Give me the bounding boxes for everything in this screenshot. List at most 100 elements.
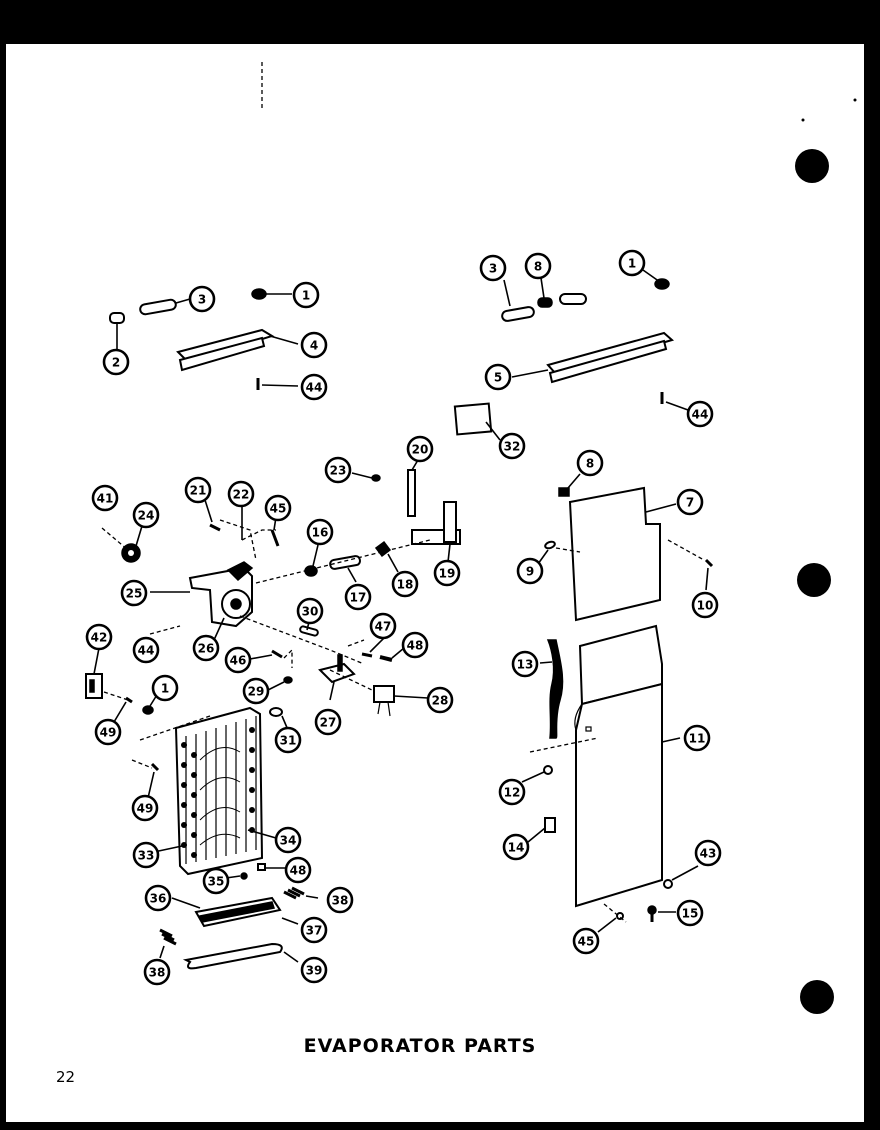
callout-c-25: 25 — [120, 579, 148, 607]
callout-number: 45 — [270, 502, 287, 516]
callout-circle — [274, 826, 302, 854]
callout-number: 38 — [332, 894, 349, 908]
part-11-liner-top — [578, 624, 663, 706]
part-38-heater-end — [159, 928, 177, 946]
callout-number: 26 — [198, 642, 215, 656]
left-evaporator-group — [85, 647, 319, 970]
part-49-screw — [150, 762, 160, 772]
callout-circle — [694, 839, 722, 867]
callout-circle — [516, 557, 544, 585]
callout-c-34: 34 — [274, 826, 302, 854]
part-14-clip — [544, 817, 556, 833]
callout-number: 44 — [692, 408, 709, 422]
part-19-upright — [443, 501, 457, 543]
callout-c-10: 10 — [691, 591, 719, 619]
callout-c-26: 26 — [192, 634, 220, 662]
callout-c-13: 13 — [511, 650, 539, 678]
part-7-cover-panel — [568, 486, 661, 622]
callout-c-4: 4 — [300, 331, 328, 359]
callout-circle — [676, 899, 704, 927]
part-46-screw — [271, 649, 283, 659]
callout-c-44-a: 44 — [300, 373, 328, 401]
callout-circle — [102, 348, 130, 376]
callout-c-1-c: 1 — [151, 674, 179, 702]
callout-number: 33 — [138, 849, 155, 863]
callout-number: 46 — [230, 654, 247, 668]
callout-number: 17 — [350, 591, 367, 605]
right-top-rail-group — [453, 269, 689, 441]
part-21-screw — [209, 523, 221, 532]
callout-c-43: 43 — [694, 839, 722, 867]
callout-c-15: 15 — [676, 899, 704, 927]
callout-circle — [498, 778, 526, 806]
callout-circle — [686, 400, 714, 428]
callout-c-20: 20 — [406, 435, 434, 463]
callout-number: 18 — [397, 578, 414, 592]
callout-c-32: 32 — [498, 432, 526, 460]
callout-circle — [324, 456, 352, 484]
part-25-clip — [226, 561, 254, 582]
callout-circle — [524, 252, 552, 280]
callout-circle — [344, 583, 372, 611]
callout-c-47: 47 — [369, 612, 397, 640]
callout-circle — [192, 634, 220, 662]
callout-c-23: 23 — [324, 456, 352, 484]
callout-c-38-a: 38 — [326, 886, 354, 914]
callout-circle — [151, 674, 179, 702]
callout-circle — [618, 249, 646, 277]
callout-circle — [391, 570, 419, 598]
callout-number: 3 — [198, 293, 206, 307]
callout-circle — [143, 958, 171, 986]
callout-c-14: 14 — [502, 833, 530, 861]
callout-number: 30 — [302, 605, 319, 619]
part-1-cap — [142, 705, 154, 715]
callout-number: 1 — [302, 289, 310, 303]
part-2-plug — [109, 312, 125, 324]
part-5-rail — [546, 331, 675, 376]
part-5-rail-lip — [548, 339, 668, 384]
callout-circle — [296, 597, 324, 625]
callout-circle — [284, 856, 312, 884]
callout-c-1-a: 1 — [292, 281, 320, 309]
callout-number: 45 — [578, 935, 595, 949]
part-3-pin — [139, 298, 177, 316]
callout-number: 44 — [138, 644, 155, 658]
callout-c-5: 5 — [484, 363, 512, 391]
callout-circle — [242, 677, 270, 705]
part-20-bracket — [407, 469, 416, 517]
callout-number: 36 — [150, 892, 167, 906]
left-top-rail-group — [109, 288, 299, 390]
callout-c-48-b: 48 — [284, 856, 312, 884]
callout-circle — [264, 494, 292, 522]
callout-circle — [188, 285, 216, 313]
callout-number: 13 — [517, 658, 534, 672]
callout-c-18: 18 — [391, 570, 419, 598]
callout-c-45-a: 45 — [264, 494, 292, 522]
callout-circle — [300, 331, 328, 359]
callout-circle — [292, 281, 320, 309]
callout-circle — [300, 373, 328, 401]
callout-number: 1 — [161, 682, 169, 696]
callout-circle — [314, 708, 342, 736]
callout-number: 42 — [91, 631, 108, 645]
part-29-nut — [283, 676, 293, 684]
callout-c-38-b: 38 — [143, 958, 171, 986]
callout-c-19: 19 — [433, 559, 461, 587]
callout-circle — [184, 476, 212, 504]
part-11-liner — [575, 682, 663, 908]
callout-number: 8 — [534, 260, 542, 274]
callout-number: 20 — [412, 443, 429, 457]
callout-circle — [676, 488, 704, 516]
callout-number: 27 — [320, 716, 337, 730]
scan-mark — [801, 118, 805, 122]
callout-c-44-c: 44 — [132, 636, 160, 664]
callout-number: 22 — [233, 488, 250, 502]
callout-c-1-b: 1 — [618, 249, 646, 277]
callout-number: 31 — [280, 734, 297, 748]
callout-number: 48 — [290, 864, 307, 878]
callout-c-3-a: 3 — [188, 285, 216, 313]
callout-circle — [132, 501, 160, 529]
callout-number: 19 — [439, 567, 456, 581]
callout-c-24: 24 — [132, 501, 160, 529]
